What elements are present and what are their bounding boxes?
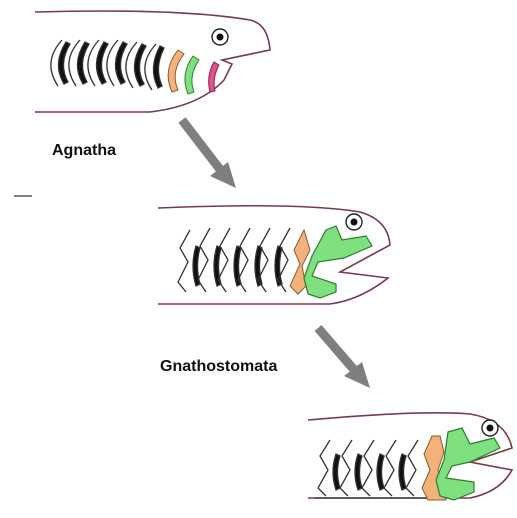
gill-arch	[362, 440, 374, 496]
green-arch	[185, 56, 199, 94]
agnatha-label: Agnatha	[52, 142, 116, 160]
gill-arch	[218, 228, 230, 292]
gill-slit	[115, 42, 127, 84]
gill-arch	[238, 228, 250, 292]
green-jaw	[304, 226, 372, 298]
gill-arches	[314, 440, 440, 498]
gill-arch	[178, 230, 190, 292]
gill-slit	[77, 42, 89, 84]
gill-arch	[340, 440, 352, 496]
pink-arch	[209, 62, 219, 92]
gnathostomata-label: Gnathostomata	[160, 358, 277, 376]
arrow-down-right-icon	[182, 120, 236, 188]
eye-icon	[482, 420, 498, 436]
gill-arch	[318, 440, 330, 496]
gill-arch	[384, 440, 396, 496]
eye-icon	[346, 214, 362, 230]
gill-slit	[333, 454, 340, 490]
gill-slit	[96, 42, 108, 84]
arrow-down-right-icon	[318, 328, 370, 388]
agnatha-head	[35, 11, 270, 112]
gill-slit	[134, 44, 146, 86]
gill-slit	[399, 454, 406, 490]
gill-arches	[51, 40, 164, 90]
gill-slit	[377, 454, 384, 490]
gill-slit	[355, 454, 362, 490]
gill-slit	[193, 246, 200, 286]
gill-arch	[406, 440, 418, 496]
gill-slit	[58, 42, 70, 84]
gill-slit	[153, 46, 164, 88]
green-jaw	[436, 428, 500, 500]
modern-gnathostome-head	[308, 413, 512, 500]
early-gnathostome-head	[158, 206, 390, 304]
head-outline	[35, 11, 270, 112]
eye-icon	[212, 29, 228, 45]
gill-arches	[178, 228, 290, 292]
orange-arch	[168, 50, 184, 92]
gill-arch	[198, 228, 210, 292]
